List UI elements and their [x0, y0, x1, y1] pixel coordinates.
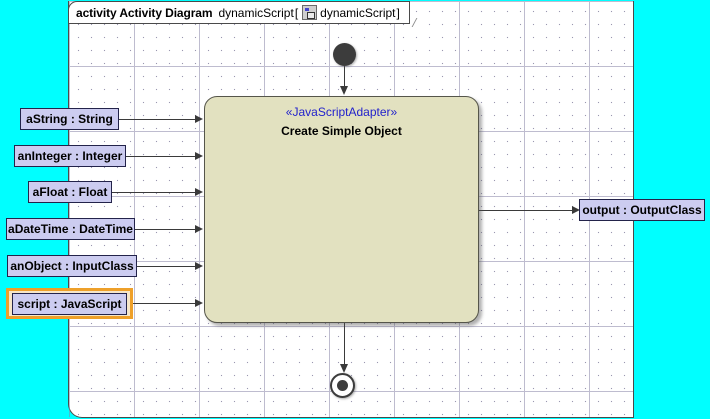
pin-aString[interactable]: aString : String — [20, 108, 119, 130]
activity-action-node[interactable]: «JavaScriptAdapter» Create Simple Object — [204, 96, 479, 323]
edge-initial-to-activity — [344, 66, 345, 87]
pin-script[interactable]: script : JavaScript — [12, 293, 127, 315]
class-diagram-icon — [302, 5, 318, 20]
edge-aFloat — [111, 192, 199, 193]
pin-output[interactable]: output : OutputClass — [579, 199, 705, 221]
diagram-keyword: activity Activity Diagram — [76, 5, 213, 20]
diagram-name: dynamicScript — [218, 5, 294, 20]
arrowhead-aFloat — [195, 188, 203, 196]
pin-anInteger[interactable]: anInteger : Integer — [14, 145, 126, 167]
edge-activity-to-final — [344, 323, 345, 365]
pin-aDateTime[interactable]: aDateTime : DateTime — [6, 218, 135, 240]
edge-output — [479, 210, 575, 211]
edge-anObject — [136, 266, 199, 267]
arrowhead-script — [195, 299, 203, 307]
diagram-frame-header[interactable]: activity Activity Diagram dynamicScript … — [68, 1, 410, 24]
arrowhead-aDateTime — [195, 225, 203, 233]
arrowhead-activity-to-final — [340, 364, 348, 373]
activity-stereotype: «JavaScriptAdapter» — [285, 105, 398, 119]
arrowhead-initial-to-activity — [340, 86, 348, 95]
diagram-qualified-name: dynamicScript — [320, 5, 396, 20]
bracket-open: [ — [294, 5, 299, 20]
pin-aFloat[interactable]: aFloat : Float — [28, 181, 112, 203]
edge-aString — [118, 119, 199, 120]
arrowhead-aString — [195, 115, 203, 123]
activity-final-node[interactable] — [330, 373, 355, 398]
activity-name: Create Simple Object — [281, 124, 402, 138]
initial-node[interactable] — [333, 43, 356, 66]
edge-script — [131, 303, 199, 304]
edge-anInteger — [126, 156, 199, 157]
arrowhead-anObject — [195, 262, 203, 270]
arrowhead-anInteger — [195, 152, 203, 160]
edge-aDateTime — [134, 229, 199, 230]
bracket-close: ] — [396, 5, 400, 20]
pin-anObject[interactable]: anObject : InputClass — [7, 255, 137, 277]
